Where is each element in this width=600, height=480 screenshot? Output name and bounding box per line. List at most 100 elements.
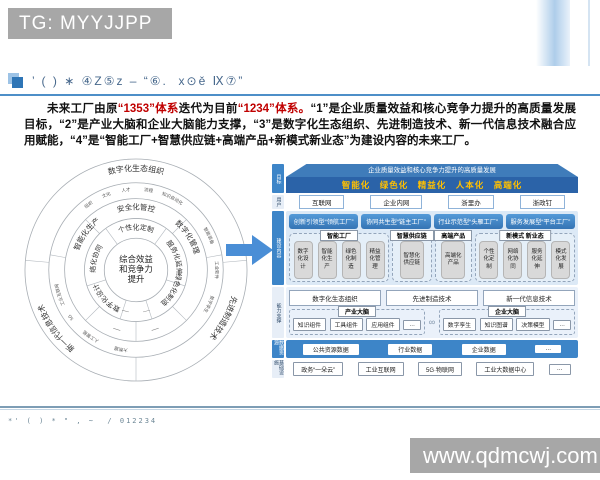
ring-label-mid: 安全化管控 [116,202,157,215]
network-row: 互联网 企业内网 浙里办 浙政钉 [286,195,578,209]
svg-text:—: — [111,324,121,335]
ring-item: 工业软件 [213,261,221,280]
layers-icon[interactable] [8,73,24,89]
network-box: 浙政钉 [519,195,566,209]
infra-box: 政务“一朵云” [293,362,344,376]
highlight-1234: “1234”体系。 [237,103,311,115]
network-box: 企业内网 [370,195,423,209]
svg-text:网络化协同: 网络化协同 [22,156,104,273]
group-item: 服务化延伸 [527,241,547,279]
group-label: 智能工厂 [320,230,359,241]
group-item: 高端化产品 [441,241,466,279]
tech-row: 数字化生态组织 先进制造技术 新一代信息技术 [289,290,575,306]
sidebar-user: 用户 [272,195,284,209]
construction-content: 创新引领型“领航工厂” 协同共生型“链主工厂” 行业示范型“头雁工厂” 服务发展… [286,211,578,285]
ring-item: 文化 [101,190,112,200]
right-arrow-icon [226,235,273,265]
sidebar-data: 数据资源 [272,340,284,358]
factory-type-box: 服务发展型“平台工厂” [505,214,575,229]
svg-text:个性化定制: 个性化定制 [117,222,155,234]
status-bar-text: *' ( ) * " , ~ / 012234 [8,417,158,425]
toolbar-divider [0,94,600,96]
ring-label-inner: 网络化协同 [22,156,104,273]
data-box: … [535,345,562,353]
brain-item: 知识组件 [292,318,326,331]
brain-item: 工具组件 [329,318,363,331]
svg-text:组织: 组织 [83,199,95,209]
svg-text:人工智能: 人工智能 [81,328,100,343]
svg-text:数字孪生: 数字孪生 [202,295,215,315]
svg-text:和竞争力: 和竞争力 [119,264,153,274]
group-item: 绿色化制造 [341,241,361,279]
architecture-title: 企业质量效益和核心竞争力提升的高质量发展 [286,164,578,177]
data-box: 公共资源数据 [302,343,359,355]
ring-item: 大数据 [113,344,128,354]
svg-text:综合效益: 综合效益 [119,254,153,264]
svg-text:数字化生态组织: 数字化生态组织 [107,163,166,177]
ring-label-outer: 数字化生态组织 [107,163,166,177]
sidebar-capability: 能力支撑 [272,287,284,338]
enterprise-brain-group: 企业大脑 数字孪生 知识图谱 决策模型 … [439,306,575,335]
tech-box: 先进制造技术 [386,290,478,306]
bottom-watermark-banner: www.qdmcwj.com [410,438,600,473]
infra-box: 工业大数据中心 [476,362,535,376]
bottom-divider-light [0,409,600,410]
data-box: 行业数据 [388,343,433,355]
factory-type-box: 行业示范型“头雁工厂” [433,214,503,229]
paragraph-text: 未来工厂由原 [47,103,118,115]
infrastructure-row: 政务“一朵云” 工业互联网 5G·物联网 工业大数据中心 … [286,360,578,378]
paragraph-text: “1”是企业质量效益和核心竞争力提升的高质量发展目标，“2”是产业大脑和企业大脑… [24,103,577,148]
group-item: 智慧化供应链 [399,241,424,279]
brain-item: … [403,319,422,330]
group-item: 个性化定制 [479,241,499,279]
group-item: 网络化协同 [503,241,523,279]
bottom-divider [0,406,600,408]
ring-label-mid: — [111,324,121,335]
ring-label-mid: 数字化管理 [174,218,202,256]
group-item: 数字化设计 [293,241,313,279]
brain-label: 企业大脑 [487,306,527,317]
group-new-modes: 新模式 新业态 个性化定制 网络化协同 服务化延伸 模式化发展 [474,230,575,282]
data-box: 企业数据 [461,343,506,355]
group-smart-supply-chain: 智慧供应链 智慧化供应链 [389,230,434,282]
industry-brain-group: 产业大脑 知识组件 工具组件 应用组件 … [289,306,425,335]
factory-type-box: 协同共生型“链主工厂” [361,214,431,229]
capability-content: 数字化生态组织 先进制造技术 新一代信息技术 产业大脑 知识组件 工具组件 应用… [286,287,578,338]
tech-box: 新一代信息技术 [483,290,575,306]
ring-label-inner: — [121,307,130,316]
architecture-header: 企业质量效益和核心竞争力提升的高质量发展 智能化 绿色化 精益化 人本化 高端化 [286,164,578,193]
svg-text:提升: 提升 [128,274,145,284]
svg-text:大数据: 大数据 [113,344,128,354]
toolbar-symbols[interactable]: ’ ( ) ∗ ④Z⑤z – “⑥. x⊙ě Ⅸ⑦” [32,74,245,88]
link-icon: ∞ [428,317,436,327]
top-watermark-banner: TG: MYYJJPP [8,8,172,39]
svg-text:—: — [150,324,160,335]
page-edge-decoration [536,0,570,66]
brain-item: 决策模型 [516,318,550,331]
brain-item: 数字孪生 [442,318,476,331]
svg-text:流程: 流程 [144,186,155,194]
network-box: 互联网 [298,195,345,209]
group-smart-factory: 智能工厂 数字化设计 智能化生产 绿色化制造 精益化管理 [289,230,390,282]
svg-text:—: — [142,307,151,316]
brain-label: 产业大脑 [337,306,377,317]
infra-box: … [548,363,571,375]
svg-text:—: — [121,307,130,316]
svg-text:安全化管控: 安全化管控 [116,202,157,215]
network-box: 浙里办 [448,195,494,209]
svg-text:工业软件: 工业软件 [213,261,221,280]
svg-text:人才: 人才 [121,186,131,193]
page-edge-line [588,0,590,66]
future-factory-architecture: 目标 企业质量效益和核心竞争力提升的高质量发展 智能化 绿色化 精益化 人本化 … [272,164,578,378]
future-factory-ring-diagram: 数字化生态组织 先进制造技术 新一代信息技术 组织 文化 人才 流程 知识自动化… [22,156,248,382]
group-item: 智能化生产 [317,241,337,279]
paragraph-text: 迭代为目前 [178,103,238,115]
infra-box: 5G·物联网 [417,362,462,376]
group-item: 模式化发展 [551,241,571,279]
ring-label-inner: — [142,307,151,316]
infra-box: 工业互联网 [357,362,404,376]
ring-item: 人才 [121,186,131,193]
svg-text:智能装备: 智能装备 [202,226,216,246]
ring-item: 组织 [83,199,95,209]
ring-item: 流程 [144,186,155,194]
